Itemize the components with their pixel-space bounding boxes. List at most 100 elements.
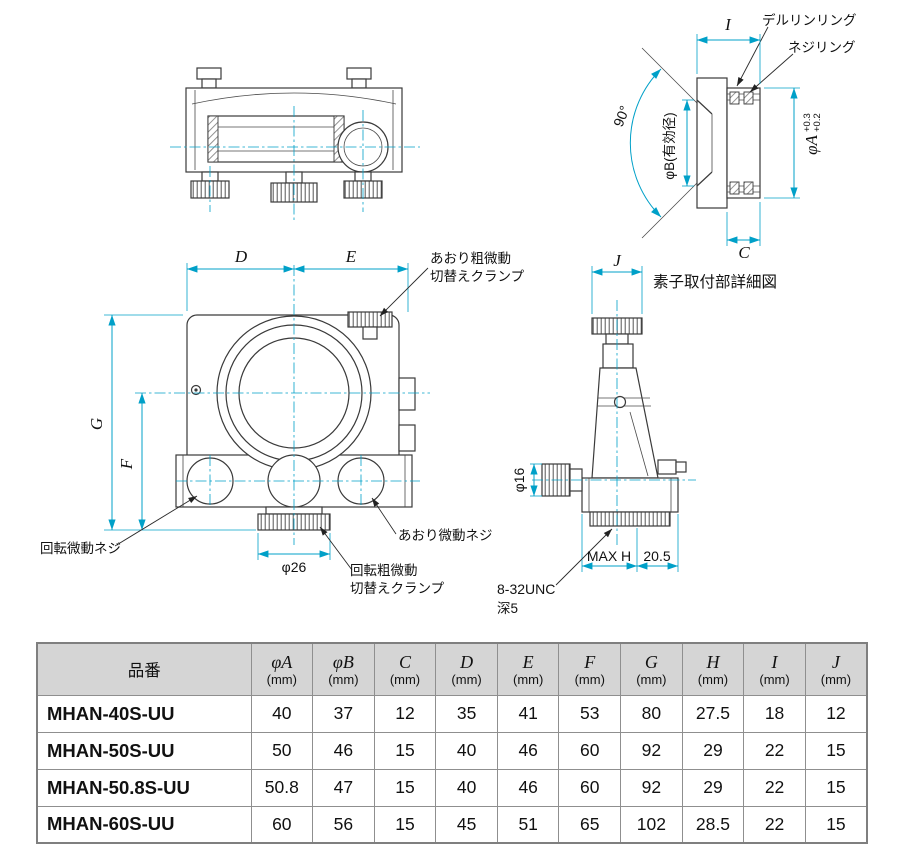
value-C: 15 [373, 731, 437, 770]
max-h-label: MAX H [587, 548, 631, 564]
col-header-J: J(mm) [804, 642, 868, 696]
table-row: MHAN-40S-UU 40 37 12 35 41 53 80 27.5 18… [36, 694, 868, 733]
thread-note-line1: 8-32UNC [497, 581, 555, 597]
col-header-part-number: 品番 [36, 642, 252, 696]
col-header-phiB: φB(mm) [312, 642, 375, 696]
col-sym: E [522, 651, 534, 672]
technical-drawing: デルリンリング ネジリング 90° φB(有効径) φA +0.3 +0.2 I… [40, 12, 857, 616]
tilt-clamp-label-line2: 切替えクランプ [430, 269, 525, 284]
col-unit: (mm) [389, 672, 421, 688]
table-row: MHAN-50.8S-UU 50.8 47 15 40 46 60 92 29 … [36, 768, 868, 807]
dim-D-label: D [234, 247, 248, 266]
tilt-clamp-label-line1: あおり粗微動 [430, 251, 511, 266]
table-row: MHAN-50S-UU 50 46 15 40 46 60 92 29 22 1… [36, 731, 868, 770]
col-unit: (mm) [759, 672, 790, 688]
detail-view-caption: 素子取付部詳細図 [653, 273, 777, 291]
part-number: MHAN-40S-UU [36, 694, 252, 733]
col-unit: (mm) [266, 672, 297, 688]
spec-table: 品番 φA(mm) φB(mm) C(mm) D(mm) E(mm) F(mm)… [36, 642, 868, 844]
value-C: 12 [373, 694, 437, 733]
phi16-label: φ16 [511, 467, 527, 492]
dim-I-label: I [724, 15, 732, 34]
value-phiB: 56 [312, 805, 375, 844]
value-G: 102 [620, 805, 683, 844]
rotation-clamp-label-line1: 回転粗微動 [350, 563, 418, 578]
value-J: 15 [804, 768, 868, 807]
angle-90-label: 90° [610, 103, 633, 129]
value-F: 53 [558, 694, 622, 733]
phiA-label-group: φA +0.3 +0.2 [802, 113, 823, 155]
dim-205-label: 20.5 [643, 548, 670, 564]
part-number: MHAN-60S-UU [36, 805, 252, 844]
value-D: 35 [435, 694, 498, 733]
value-phiA: 50.8 [250, 768, 314, 807]
value-phiB: 47 [312, 768, 375, 807]
value-phiB: 46 [312, 731, 375, 770]
value-I: 22 [743, 768, 806, 807]
value-H: 29 [681, 731, 745, 770]
value-phiB: 37 [312, 694, 375, 733]
col-unit: (mm) [513, 672, 544, 688]
col-header-phiA: φA(mm) [250, 642, 314, 696]
value-E: 51 [496, 805, 560, 844]
delrin-ring-label: デルリンリング [762, 12, 857, 28]
value-I: 18 [743, 694, 806, 733]
col-sym: φB [332, 651, 354, 672]
value-I: 22 [743, 731, 806, 770]
value-phiA: 40 [250, 694, 314, 733]
value-J: 15 [804, 731, 868, 770]
value-D: 45 [435, 805, 498, 844]
dim-G-label: G [87, 418, 106, 430]
value-G: 80 [620, 694, 683, 733]
value-E: 46 [496, 768, 560, 807]
screw-ring-label: ネジリング [788, 40, 856, 55]
rotation-fine-screw-label: 回転微動ネジ [40, 541, 121, 556]
value-E: 46 [496, 731, 560, 770]
phiA-tolerance-lower: +0.2 [812, 113, 823, 132]
table-row: MHAN-60S-UU 60 56 15 45 51 65 102 28.5 2… [36, 805, 868, 844]
phiB-label: φB(有効径) [662, 112, 677, 179]
value-J: 15 [804, 805, 868, 844]
tilt-fine-screw-label: あおり微動ネジ [398, 528, 493, 543]
dim-F-label: F [117, 458, 136, 470]
value-D: 40 [435, 768, 498, 807]
value-D: 40 [435, 731, 498, 770]
value-G: 92 [620, 731, 683, 770]
col-sym: G [644, 651, 658, 672]
value-C: 15 [373, 768, 437, 807]
value-F: 65 [558, 805, 622, 844]
col-header-F: F(mm) [558, 642, 622, 696]
dim-E-label: E [345, 247, 357, 266]
front-view-drawing: D E G F φ26 あおり粗微動 切替えクランプ 回転微動ネジ 回転粗微動 … [40, 247, 525, 596]
dim-C-label: C [738, 243, 750, 262]
value-H: 27.5 [681, 694, 745, 733]
col-unit: (mm) [451, 672, 482, 688]
detail-view-drawing: デルリンリング ネジリング 90° φB(有効径) φA +0.3 +0.2 I… [610, 12, 857, 291]
thread-note-line2: 深5 [497, 601, 518, 616]
col-sym: F [584, 651, 596, 672]
phiA-label: φA [802, 134, 821, 154]
col-unit: (mm) [697, 672, 729, 688]
col-unit: (mm) [328, 672, 359, 688]
col-header-G: G(mm) [620, 642, 683, 696]
col-sym: C [398, 651, 411, 672]
phiA-tolerance-upper: +0.3 [802, 113, 813, 132]
col-sym: φA [271, 651, 293, 672]
part-number: MHAN-50S-UU [36, 731, 252, 770]
side-view-drawing: J φ16 MAX H 20.5 8-32UNC 深5 [497, 251, 696, 616]
value-F: 60 [558, 768, 622, 807]
col-header-C: C(mm) [373, 642, 437, 696]
value-H: 29 [681, 768, 745, 807]
col-header-I: I(mm) [743, 642, 806, 696]
top-view-drawing [170, 67, 420, 220]
value-phiA: 50 [250, 731, 314, 770]
phi26-label: φ26 [282, 559, 307, 575]
rotation-clamp-label-line2: 切替えクランプ [350, 581, 445, 596]
table-header-row: 品番 φA(mm) φB(mm) C(mm) D(mm) E(mm) F(mm)… [36, 642, 868, 696]
value-G: 92 [620, 768, 683, 807]
col-sym: H [706, 651, 720, 672]
col-header-D: D(mm) [435, 642, 498, 696]
col-sym: J [831, 651, 840, 672]
col-sym: D [460, 651, 474, 672]
